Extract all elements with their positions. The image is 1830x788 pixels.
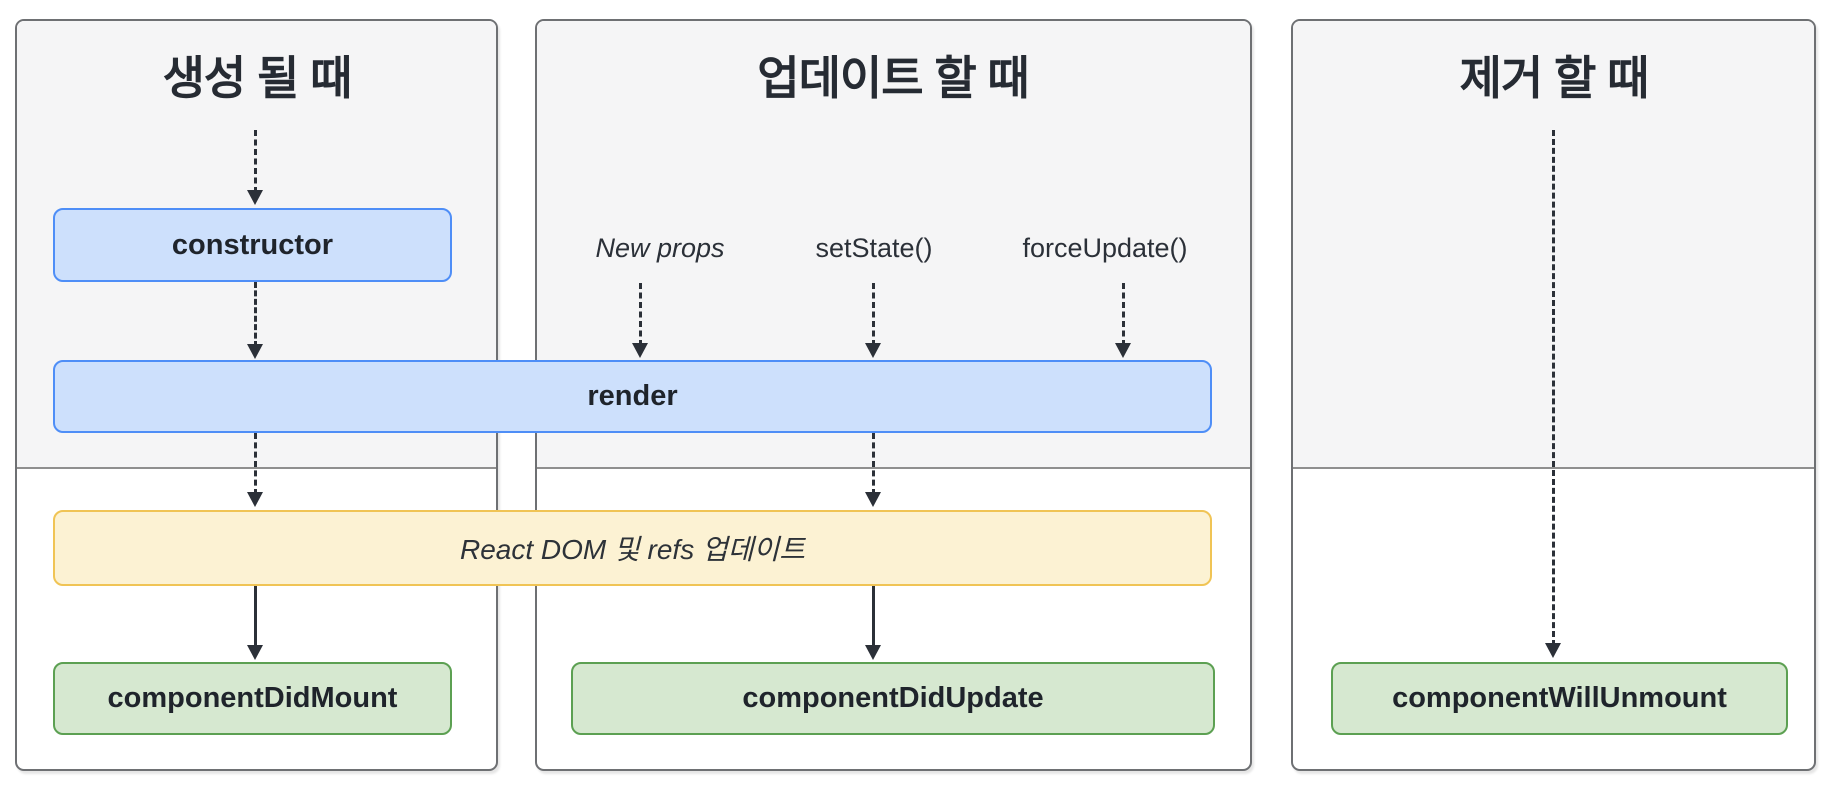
node-constructor: constructor <box>53 208 452 282</box>
arrowhead-down-icon <box>247 190 263 205</box>
column-title-update: 업데이트 할 때 <box>757 52 1029 104</box>
arrowhead-down-icon <box>632 343 648 358</box>
arrow-shaft <box>1121 283 1125 346</box>
arrow-shaft <box>253 433 257 495</box>
node-component-will-unmount-label: componentWillUnmount <box>1392 682 1727 714</box>
arrowhead-down-icon <box>247 492 263 507</box>
node-component-did-mount: componentDidMount <box>53 662 452 735</box>
arrow-shaft <box>638 283 642 346</box>
arrowhead-down-icon <box>247 344 263 359</box>
arrowhead-down-icon <box>865 645 881 660</box>
trigger-label-set-state: setState() <box>815 233 933 263</box>
node-react-dom-refs-update-label: React DOM 및 refs 업데이트 <box>459 534 806 565</box>
column-title-mount: 생성 될 때 <box>162 52 353 104</box>
trigger-label-new-props: New props <box>595 233 725 263</box>
column-title-unmount: 제거 할 때 <box>1459 52 1650 104</box>
node-component-did-update-label: componentDidUpdate <box>742 682 1044 714</box>
node-react-dom-refs-update: React DOM 및 refs 업데이트 <box>53 510 1212 586</box>
arrowhead-down-icon <box>1545 643 1561 658</box>
node-render: render <box>53 360 1212 433</box>
arrow-shaft <box>253 130 257 193</box>
arrow-shaft <box>253 586 257 648</box>
arrowhead-down-icon <box>1115 343 1131 358</box>
node-component-did-mount-label: componentDidMount <box>107 682 398 714</box>
arrowhead-down-icon <box>247 645 263 660</box>
arrow-shaft <box>253 282 257 347</box>
arrow-shaft <box>871 283 875 346</box>
node-component-will-unmount: componentWillUnmount <box>1331 662 1788 735</box>
arrow-shaft <box>871 586 875 648</box>
node-component-did-update: componentDidUpdate <box>571 662 1215 735</box>
arrowhead-down-icon <box>865 492 881 507</box>
trigger-label-force-update: forceUpdate() <box>1022 233 1188 263</box>
arrow-shaft <box>1551 130 1555 646</box>
arrowhead-down-icon <box>865 343 881 358</box>
arrow-shaft <box>871 433 875 495</box>
node-constructor-label: constructor <box>171 228 334 261</box>
node-render-label: render <box>587 380 678 412</box>
